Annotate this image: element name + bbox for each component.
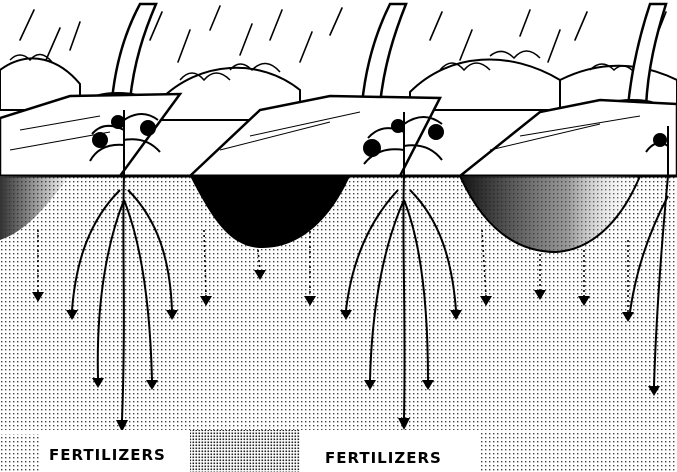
deep-soil-dots-mid xyxy=(190,430,300,472)
fertilizers-label-right: FERTILIZERS xyxy=(322,449,445,467)
deep-soil-dots-right xyxy=(480,432,677,472)
rain-streaks xyxy=(20,6,666,62)
deep-soil-dots-left xyxy=(0,434,40,472)
fertilizers-label-left: FERTILIZERS xyxy=(46,446,169,464)
